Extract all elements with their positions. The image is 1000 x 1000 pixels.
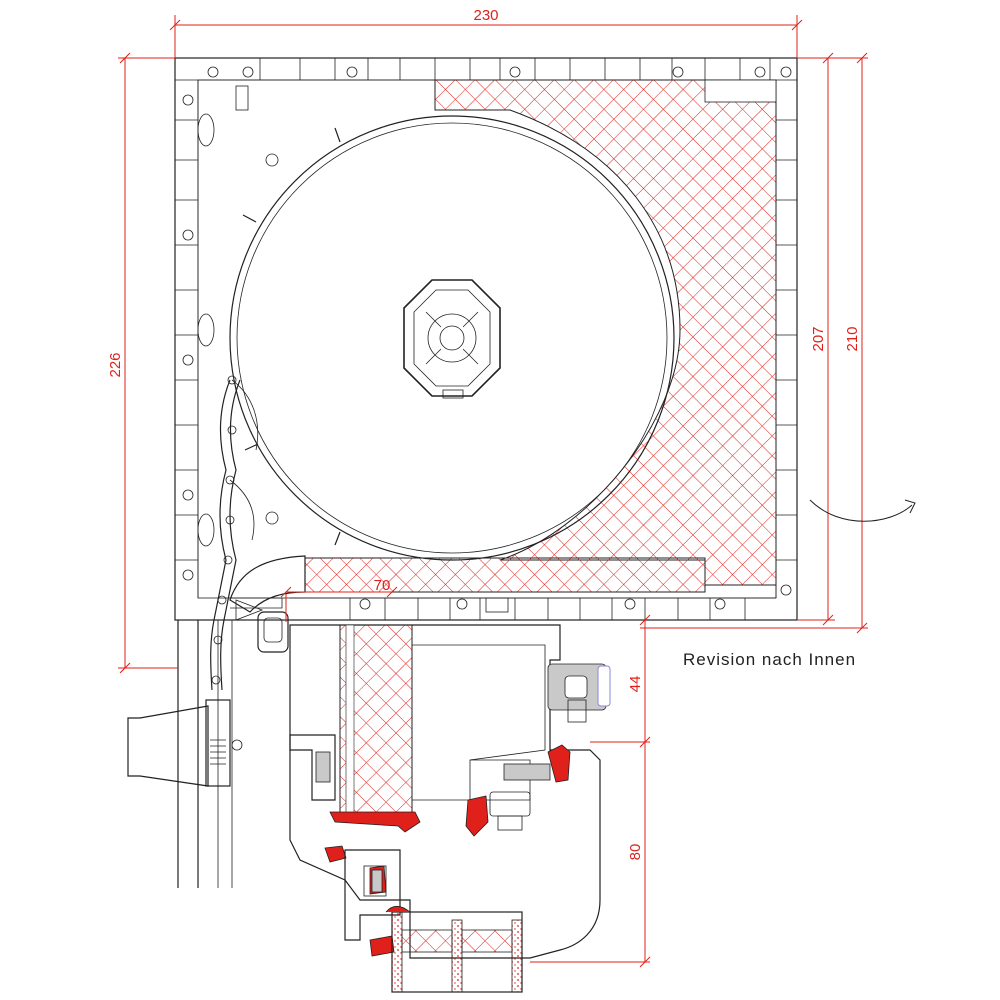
roll-inner xyxy=(236,122,668,554)
inner-hole xyxy=(265,511,279,525)
shaft-key xyxy=(442,389,464,399)
dim-label-height-210: 210 xyxy=(844,326,861,351)
dim-label-44: 44 xyxy=(627,676,644,693)
window-frame xyxy=(289,624,611,993)
left-wall-cells xyxy=(175,80,199,598)
dim-label-width: 230 xyxy=(473,7,498,24)
insulation-top-pocket xyxy=(704,79,777,103)
bottom-wall-cells xyxy=(290,597,776,620)
lock-bar xyxy=(503,763,551,781)
seal xyxy=(329,811,421,833)
inner-hole xyxy=(265,153,279,167)
aluminium-profile-lower xyxy=(344,849,401,941)
dim-label-80: 80 xyxy=(627,844,644,861)
aluminium-profile xyxy=(289,734,336,801)
roll-outer xyxy=(229,115,675,561)
shaft-core xyxy=(427,313,477,363)
shutter-roll xyxy=(229,115,675,561)
seal xyxy=(465,795,489,837)
shaft-axle xyxy=(439,325,465,351)
box-outer xyxy=(174,57,798,621)
crank-handle xyxy=(127,705,209,787)
dimension-lines xyxy=(118,15,868,968)
insulation-bottom-strip xyxy=(304,557,706,593)
shaft-octagon xyxy=(403,279,501,397)
guide-opening xyxy=(229,555,306,653)
seal xyxy=(547,744,571,783)
seal xyxy=(369,935,395,957)
right-wall-cells xyxy=(775,66,797,598)
dim-label-70: 70 xyxy=(374,577,391,594)
dim-label-height-left: 226 xyxy=(107,352,124,377)
shutter-slats xyxy=(210,375,259,691)
shaft-octagon-inner xyxy=(413,289,491,387)
revision-note: Revision nach Innen xyxy=(683,650,856,669)
top-wall-cells xyxy=(175,58,797,81)
inner-notch xyxy=(197,513,215,547)
insulation xyxy=(304,79,777,593)
wall-guide-rail xyxy=(127,620,243,888)
crank-coupling xyxy=(205,699,231,787)
inner-notch xyxy=(197,313,215,347)
inner-notch xyxy=(197,113,215,147)
insulation-upper-right xyxy=(434,79,777,586)
revision-arrow-icon xyxy=(809,499,916,522)
dim-label-height-207: 207 xyxy=(810,326,827,351)
inner-slot xyxy=(235,85,249,111)
seal xyxy=(324,845,347,863)
